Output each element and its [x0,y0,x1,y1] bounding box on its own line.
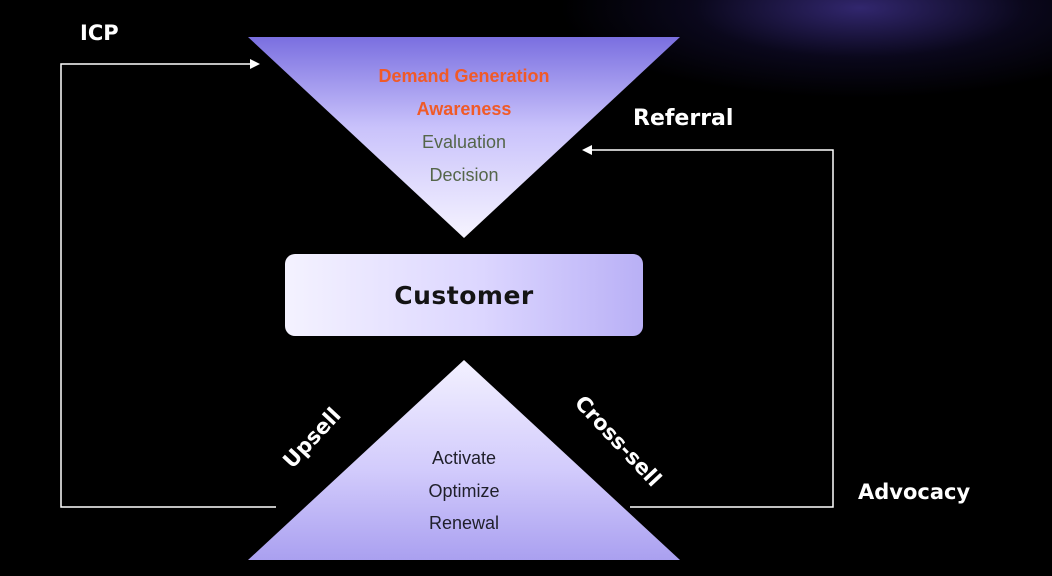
stage-activate: Activate [431,448,497,468]
customer-box: Customer [285,254,643,336]
stage-awareness: Awareness [416,99,512,119]
referral-label: Referral [633,106,734,131]
retention-triangle [248,360,680,560]
referral-loop-connector [582,145,834,508]
customer-label: Customer [394,280,534,310]
stage-decision: Decision [429,165,499,185]
stage-renewal: Renewal [428,513,500,533]
stage-demand-generation: Demand Generation [378,66,550,86]
stage-evaluation: Evaluation [421,132,507,152]
acquisition-funnel [248,37,680,238]
icp-loop-connector [60,59,276,508]
icp-label: ICP [80,21,119,45]
advocacy-label: Advocacy [858,480,971,504]
stage-optimize: Optimize [428,481,500,501]
